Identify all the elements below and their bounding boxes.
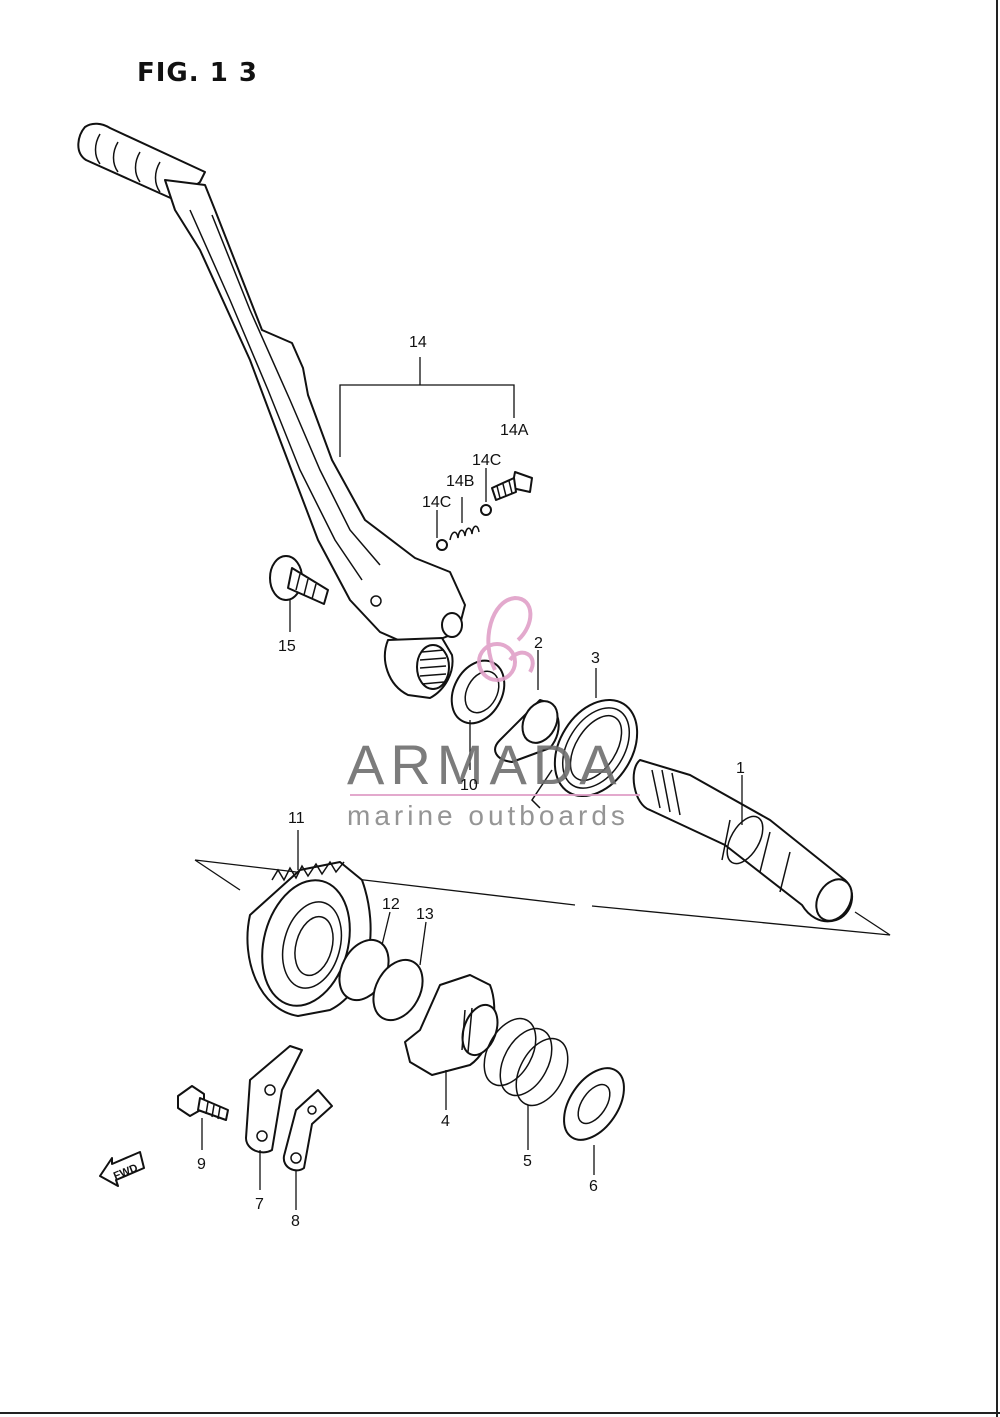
callout-7: 7 — [255, 1196, 264, 1213]
callout-9: 9 — [197, 1156, 206, 1173]
callout-5: 5 — [523, 1153, 532, 1170]
ball-14c-lower — [436, 539, 448, 551]
frame-bottom-border — [0, 1412, 1000, 1414]
callout-6: 6 — [589, 1178, 598, 1195]
callout-labels: 14 14A 14C 14B 14C 15 2 3 10 1 11 12 13 … — [197, 334, 745, 1230]
spring-5 — [483, 1017, 569, 1107]
callout-14: 14 — [409, 334, 427, 351]
callout-13: 13 — [416, 906, 434, 923]
callout-3: 3 — [591, 650, 600, 667]
bolt-15 — [269, 555, 329, 605]
callout-2: 2 — [534, 635, 543, 652]
oil-seal-10 — [450, 659, 506, 725]
ratchet-4 — [404, 974, 499, 1076]
callout-14c-lower: 14C — [422, 494, 451, 511]
frame-right-border — [996, 0, 998, 1417]
kick-shaft-1 — [632, 759, 854, 923]
callout-14a: 14A — [500, 422, 529, 439]
callout-12: 12 — [382, 896, 400, 913]
callout-10: 10 — [460, 777, 478, 794]
armada-watermark: ARMADA marine outboards — [347, 595, 640, 831]
spring-3 — [531, 698, 639, 809]
stopper-plate-7 — [245, 1045, 303, 1154]
kick-lever — [77, 122, 466, 699]
bolt-14a — [491, 471, 533, 501]
callout-15: 15 — [278, 638, 296, 655]
callout-4: 4 — [441, 1113, 450, 1130]
fwd-direction-arrow: FWD — [99, 1151, 145, 1187]
callout-11: 11 — [288, 810, 305, 827]
callout-1: 1 — [736, 760, 745, 777]
watermark-logo-mark — [477, 595, 535, 682]
circlip-13 — [372, 958, 424, 1022]
ball-14c-upper — [480, 504, 492, 516]
callout-14b: 14B — [446, 473, 474, 490]
bracket-14 — [339, 384, 515, 457]
watermark-tagline: marine outboards — [347, 800, 629, 831]
callout-8: 8 — [291, 1213, 300, 1230]
spring-14b — [449, 525, 480, 541]
watermark-brand: ARMADA — [347, 733, 623, 796]
bushing-2 — [494, 699, 560, 763]
bolt-9 — [177, 1085, 229, 1121]
figure-title: FIG. 1 3 — [137, 58, 258, 88]
callout-14c-upper: 14C — [472, 452, 501, 469]
washer-6 — [563, 1067, 625, 1141]
stopper-plate-8 — [282, 1089, 333, 1172]
